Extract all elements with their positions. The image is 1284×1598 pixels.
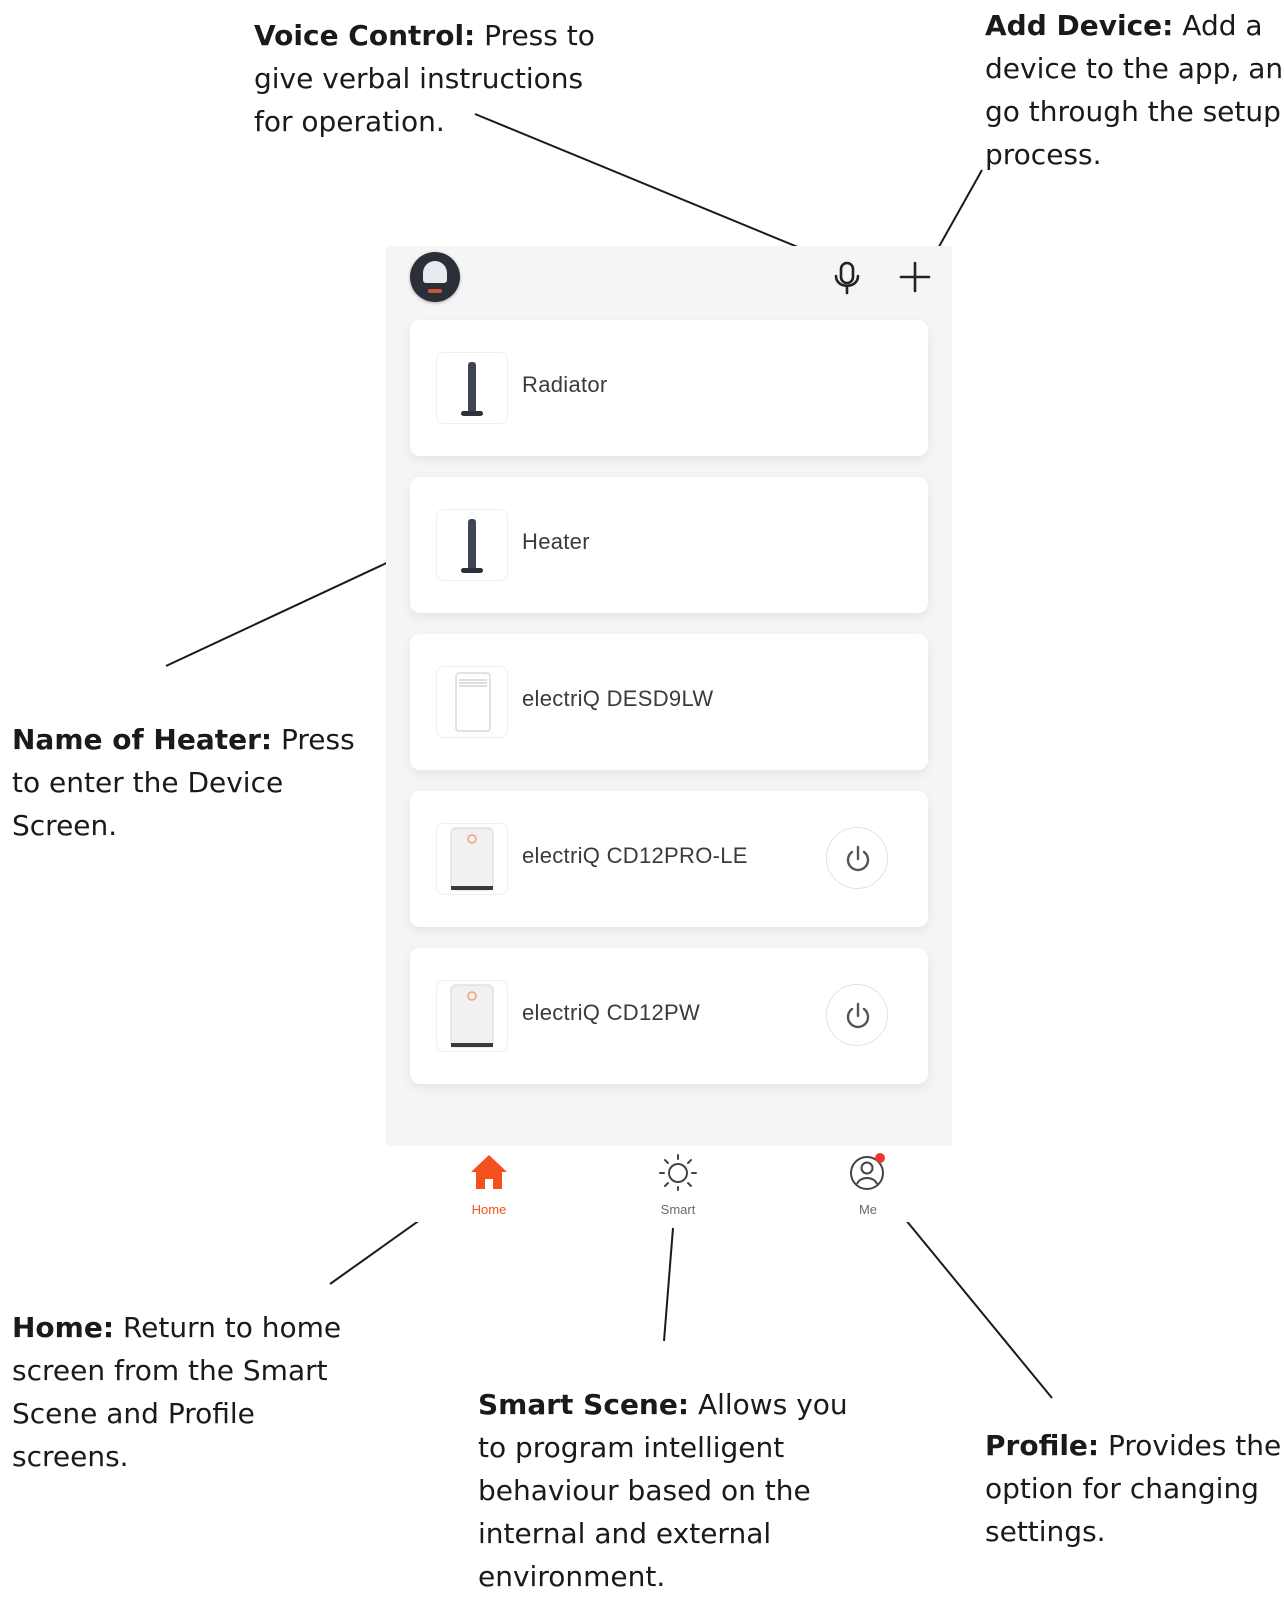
callout-home: Home: Return to home screen from the Sma… (12, 1306, 341, 1478)
add-device-button[interactable] (896, 258, 934, 296)
callout-line: Allows you (689, 1388, 848, 1421)
notification-badge (875, 1153, 885, 1163)
callout-line: Add a (1173, 9, 1263, 42)
callout-line: Scene and Profile (12, 1397, 255, 1430)
callout-line: device to the app, and (985, 52, 1284, 85)
sun-icon (659, 1154, 697, 1191)
callout-line: Press (272, 723, 355, 756)
device-card-electriq-cd12pro-le[interactable]: electriQ CD12PRO-LE (410, 791, 928, 927)
device-card-electriq-desd9lw[interactable]: electriQ DESD9LW (410, 634, 928, 770)
device-card-electriq-cd12pw[interactable]: electriQ CD12PW (410, 948, 928, 1084)
tower-heater-icon (436, 509, 508, 581)
tab-label: Home (471, 1202, 507, 1217)
callout-title: Home: (12, 1311, 115, 1344)
dehumidifier-icon (436, 980, 508, 1052)
callout-line: internal and external (478, 1517, 772, 1550)
callout-voice-control: Voice Control: Press to give verbal inst… (254, 14, 595, 143)
tower-heater-icon (436, 352, 508, 424)
callout-line: Return to home (114, 1311, 342, 1344)
device-card-radiator[interactable]: Radiator (410, 320, 928, 456)
dehumidifier-icon (436, 823, 508, 895)
power-button[interactable] (826, 827, 888, 889)
callout-line: give verbal instructions (254, 62, 584, 95)
callout-line: process. (985, 138, 1102, 171)
heater-avatar-icon[interactable] (410, 252, 460, 302)
callout-line: screens. (12, 1440, 129, 1473)
voice-control-button[interactable] (830, 260, 864, 296)
callout-line: go through the setup (985, 95, 1281, 128)
tab-label: Me (858, 1202, 878, 1217)
tab-me[interactable]: Me (828, 1152, 908, 1217)
callout-line: to program intelligent (478, 1431, 785, 1464)
profile-icon (850, 1153, 885, 1190)
device-name: electriQ CD12PRO-LE (522, 843, 748, 868)
app-header (386, 246, 952, 314)
device-card-heater[interactable]: Heater (410, 477, 928, 613)
app-screen: Radiator Heater electriQ DESD9LW (386, 246, 952, 1146)
dehumidifier-icon (436, 666, 508, 738)
home-icon (471, 1155, 507, 1189)
bottom-tab-bar: Home Smart Me (386, 1146, 952, 1222)
callout-title: Add Device: (985, 9, 1174, 42)
plus-icon (899, 261, 931, 293)
device-name: Radiator (522, 372, 608, 397)
callout-line: behaviour based on the (478, 1474, 811, 1507)
callout-line: screen from the Smart (12, 1354, 328, 1387)
tab-label: Smart (660, 1202, 696, 1217)
callout-title: Profile: (985, 1429, 1100, 1462)
callout-profile: Profile: Provides the option for changin… (985, 1424, 1281, 1553)
callout-line: Screen. (12, 809, 118, 842)
callout-title: Voice Control: (254, 19, 476, 52)
callout-add-device: Add Device: Add a device to the app, and… (985, 4, 1284, 176)
tab-smart[interactable]: Smart (638, 1152, 718, 1217)
power-button[interactable] (826, 984, 888, 1046)
callout-smart-scene: Smart Scene: Allows you to program intel… (478, 1383, 848, 1598)
callout-line: to enter the Device (12, 766, 284, 799)
tab-home[interactable]: Home (449, 1152, 529, 1217)
callout-title: Smart Scene: (478, 1388, 690, 1421)
callout-line: for operation. (254, 105, 445, 138)
callout-line: environment. (478, 1560, 666, 1593)
power-icon (846, 1002, 870, 1029)
callout-line: Press to (475, 19, 595, 52)
device-name: Heater (522, 529, 590, 554)
power-icon (846, 845, 870, 872)
callout-name-of-heater: Name of Heater: Press to enter the Devic… (12, 718, 355, 847)
callout-title: Name of Heater: (12, 723, 273, 756)
callout-line: settings. (985, 1515, 1106, 1548)
microphone-icon (834, 261, 860, 295)
callout-line: Provides the (1099, 1429, 1282, 1462)
callout-line: option for changing (985, 1472, 1259, 1505)
device-name: electriQ CD12PW (522, 1000, 701, 1025)
device-name: electriQ DESD9LW (522, 686, 714, 711)
